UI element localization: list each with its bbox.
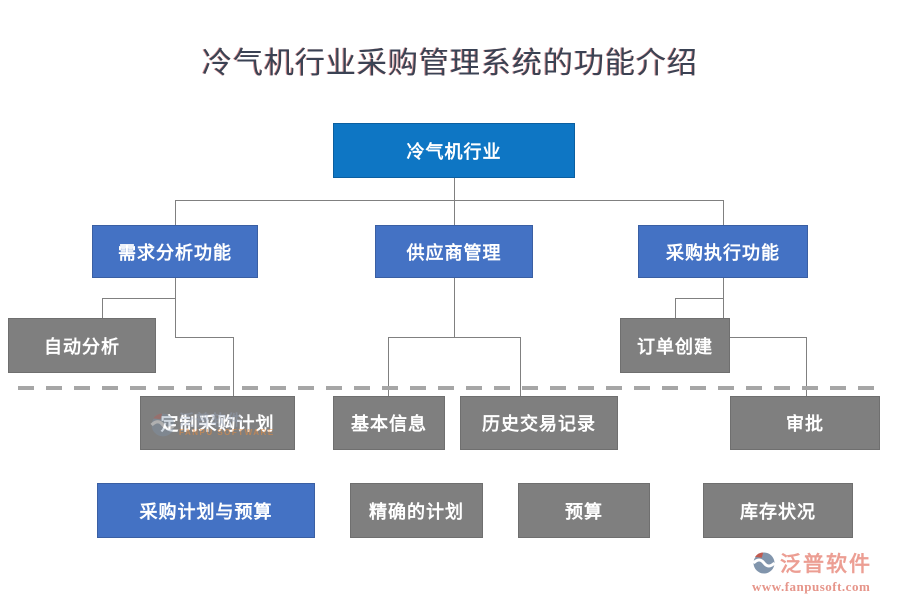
- node-approval: 审批: [730, 396, 880, 450]
- connector-line: [520, 337, 521, 396]
- connector-line: [102, 298, 103, 318]
- connector-line: [175, 337, 233, 338]
- fanpu-url: www.fanpusoft.com: [752, 579, 871, 594]
- node-order-creation: 订单创建: [620, 318, 730, 373]
- connector-line: [233, 337, 234, 396]
- connector-line: [723, 200, 724, 225]
- node-procurement-plan-budget: 采购计划与预算: [97, 483, 315, 538]
- connector-line: [175, 200, 724, 201]
- connector-line: [175, 278, 176, 337]
- node-supplier-management: 供应商管理: [375, 225, 533, 278]
- connector-line: [102, 298, 175, 299]
- node-basic-info: 基本信息: [333, 396, 445, 450]
- node-demand-analysis: 需求分析功能: [92, 225, 258, 278]
- connector-line: [675, 298, 723, 299]
- fanpu-swirl-icon: [752, 552, 776, 574]
- node-auto-analysis: 自动分析: [8, 318, 156, 373]
- connector-line: [388, 337, 389, 396]
- connector-line: [723, 337, 806, 338]
- node-procurement-execution: 采购执行功能: [638, 225, 808, 278]
- connector-line: [175, 200, 176, 225]
- fanpu-brand-text: 泛普软件: [780, 552, 872, 576]
- dashed-divider: [18, 386, 880, 390]
- node-budget: 预算: [518, 483, 650, 538]
- fanpu-logo: 泛普软件 www.fanpusoft.com: [752, 548, 872, 595]
- node-custom-procurement-plan: 定制采购计划: [140, 396, 295, 450]
- connector-line: [454, 200, 455, 225]
- connector-line: [723, 278, 724, 337]
- connector-line: [454, 178, 455, 200]
- connector-line: [675, 298, 676, 318]
- node-accurate-plan: 精确的计划: [350, 483, 483, 538]
- connector-line: [388, 337, 520, 338]
- node-transaction-history: 历史交易记录: [460, 396, 618, 450]
- page-title: 冷气机行业采购管理系统的功能介绍: [202, 47, 698, 80]
- connector-line: [454, 278, 455, 337]
- node-inventory-status: 库存状况: [703, 483, 853, 538]
- connector-line: [806, 337, 807, 396]
- node-root: 冷气机行业: [333, 123, 575, 178]
